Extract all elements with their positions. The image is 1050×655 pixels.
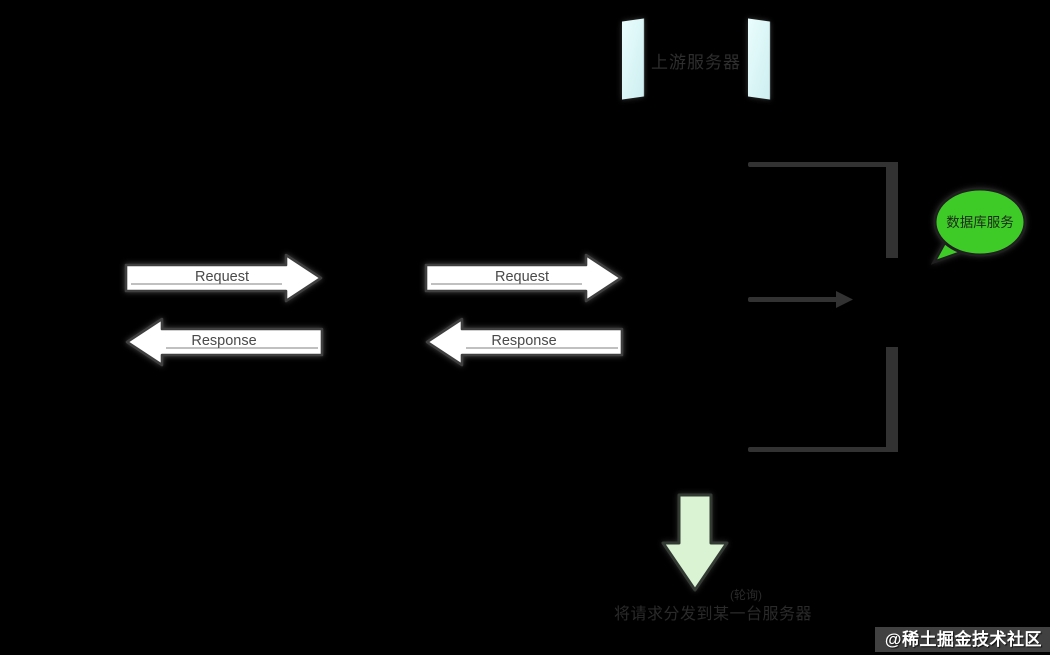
server-group-bracket bbox=[748, 162, 898, 452]
bracket-right-bar-lower bbox=[886, 347, 898, 452]
dispatch-note-main: 将请求分发到某一台服务器 bbox=[614, 606, 813, 623]
request-arrow-middle: Request bbox=[424, 253, 623, 303]
request-arrow-left: Request bbox=[124, 253, 323, 303]
bracket-middle-line bbox=[748, 297, 838, 302]
bracket-bottom-line bbox=[748, 447, 898, 452]
database-bubble: 数据库服务 bbox=[930, 187, 1027, 265]
request-label: Request bbox=[495, 269, 549, 285]
bracket-top-line bbox=[748, 162, 898, 167]
response-arrow-middle: Response bbox=[425, 317, 624, 367]
bracket-middle-arrowhead-icon bbox=[836, 291, 853, 308]
request-label: Request bbox=[195, 269, 249, 285]
bracket-right-bar-upper bbox=[886, 162, 898, 258]
dispatch-down-arrow-icon bbox=[661, 493, 729, 592]
response-arrow-left: Response bbox=[125, 317, 324, 367]
response-label: Response bbox=[191, 333, 256, 349]
response-label: Response bbox=[491, 333, 556, 349]
dispatch-note-small: (轮询) bbox=[730, 588, 762, 602]
database-bubble-label: 数据库服务 bbox=[946, 215, 1014, 230]
watermark: @稀土掘金技术社区 bbox=[874, 627, 1050, 652]
cylinder-left-cap bbox=[622, 18, 644, 100]
upstream-label: 上游服务器 bbox=[651, 53, 741, 72]
cylinder-right-cap bbox=[748, 18, 770, 100]
